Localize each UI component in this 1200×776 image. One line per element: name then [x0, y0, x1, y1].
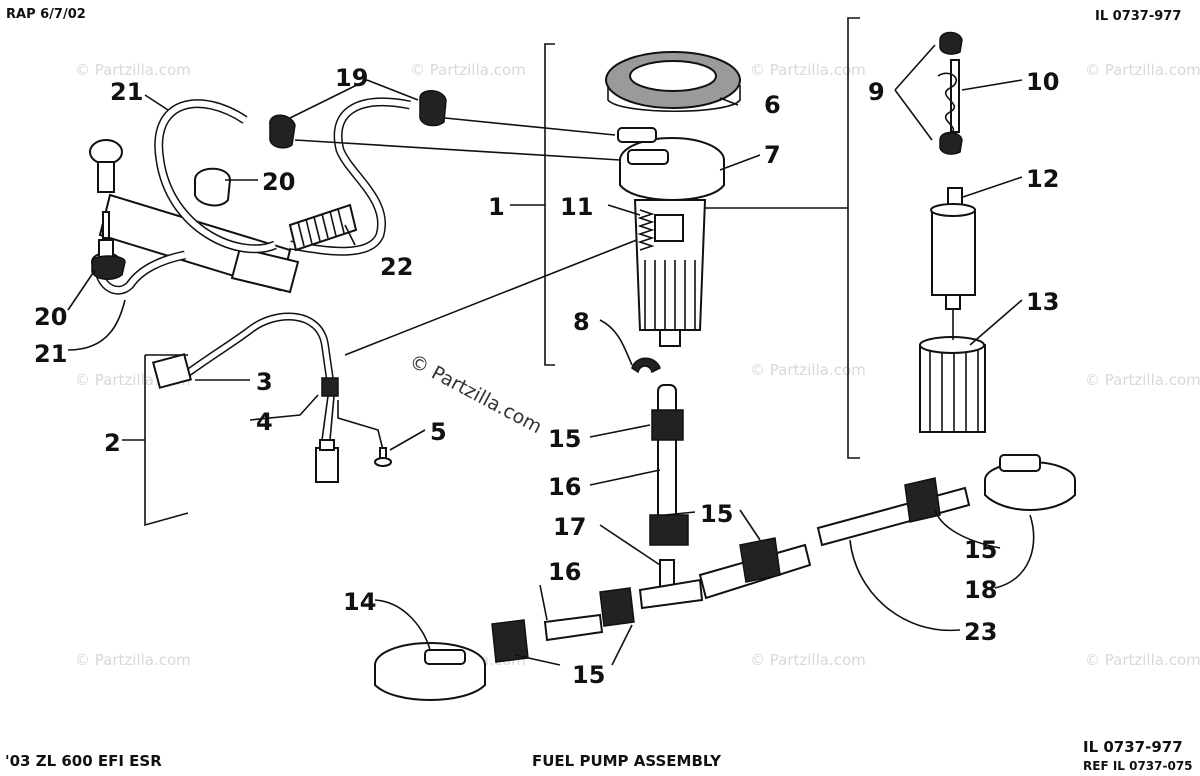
- watermark-tile: © Partzilla.com: [1085, 651, 1200, 669]
- leader-lines: [67, 44, 1035, 666]
- callout-6: 6: [764, 91, 781, 119]
- footer-title: FUEL PUMP ASSEMBLY: [532, 752, 722, 770]
- bracket-item-2: [144, 355, 189, 527]
- callout-2: 2: [104, 429, 121, 457]
- watermark-tile: © Partzilla.com: [750, 651, 866, 669]
- callout-16: 16: [548, 473, 581, 501]
- callout-8: 8: [573, 308, 590, 336]
- callout-13: 13: [1026, 288, 1059, 316]
- watermark-tile: © Partzilla.com: [410, 61, 526, 79]
- callout-15: 15: [572, 661, 605, 689]
- callout-20: 20: [34, 303, 67, 331]
- pump-detail: [919, 31, 986, 433]
- callout-16: 16: [548, 558, 581, 586]
- hose-clamps: [91, 90, 447, 280]
- callout-21: 21: [110, 78, 143, 106]
- watermark-tile: © Partzilla.com: [1085, 61, 1200, 79]
- callout-4: 4: [256, 408, 273, 436]
- outlet-fittings: [374, 454, 1076, 701]
- callout-19: 19: [335, 64, 368, 92]
- callout-7: 7: [764, 141, 781, 169]
- callout-5: 5: [430, 418, 447, 446]
- header-revision-date: RAP 6/7/02: [6, 7, 86, 22]
- callout-3: 3: [256, 368, 273, 396]
- callout-12: 12: [1026, 165, 1059, 193]
- callout-23: 23: [964, 618, 997, 646]
- watermark-tile: © Partzilla.com: [750, 361, 866, 379]
- callout-15: 15: [964, 536, 997, 564]
- callout-18: 18: [964, 576, 997, 604]
- watermark-tile: © Partzilla.com: [75, 651, 191, 669]
- watermark-tile: © Partzilla.com: [75, 61, 191, 79]
- callout-21: 21: [34, 340, 67, 368]
- bracket-item-1: [544, 43, 555, 366]
- callout-14: 14: [343, 588, 376, 616]
- wiring-harness: [151, 312, 384, 483]
- callout-labels: 1 2 3 4 5 6 7 8 9 10 11 12 13 14 15 16 1…: [34, 64, 1059, 689]
- hose-spring-guard: [288, 203, 358, 252]
- watermark-tile: © Partzilla.com: [750, 61, 866, 79]
- bracket-pump-detail: [847, 17, 860, 459]
- callout-17: 17: [553, 513, 586, 541]
- return-hose-line: [444, 117, 616, 136]
- footer-reference-code: REF IL 0737-075: [1083, 759, 1193, 773]
- header-illustration-code: IL 0737-977: [1095, 9, 1181, 24]
- callout-11: 11: [560, 193, 593, 221]
- fuel-pump-module: [605, 51, 741, 374]
- callout-15: 15: [700, 500, 733, 528]
- footer-model: '03 ZL 600 EFI ESR: [5, 752, 162, 770]
- callout-22: 22: [380, 253, 413, 281]
- lower-fuel-lines: [491, 384, 971, 663]
- supply-hose-line: [294, 139, 621, 161]
- partzilla-watermark: © Partzilla.com: [406, 350, 546, 438]
- screw: [374, 447, 392, 467]
- callout-10: 10: [1026, 68, 1059, 96]
- callout-15: 15: [548, 425, 581, 453]
- callout-20: 20: [262, 168, 295, 196]
- callout-1: 1: [488, 193, 505, 221]
- watermark-tile: © Partzilla.com: [1085, 371, 1200, 389]
- fuel-hoses: [95, 97, 411, 295]
- footer-illustration-code: IL 0737-977: [1083, 738, 1183, 756]
- callout-9: 9: [868, 78, 885, 106]
